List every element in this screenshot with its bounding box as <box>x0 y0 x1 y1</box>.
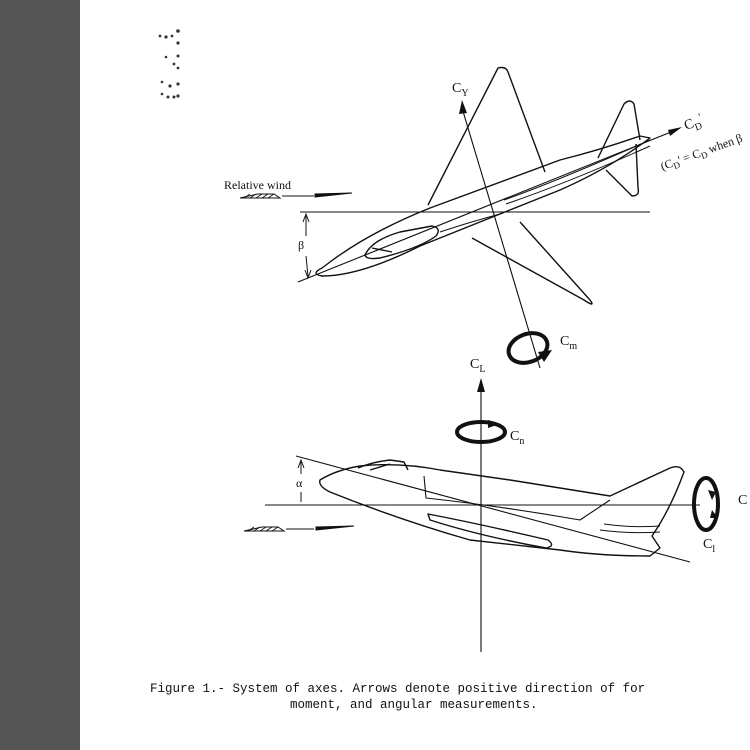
cd-note-label: (CD' = CD when β <box>659 131 745 175</box>
cn-label: Cn <box>510 429 524 447</box>
side-view-aircraft <box>265 459 700 557</box>
edge-c-label: C <box>738 493 747 508</box>
relative-wind-arrow-bottom <box>243 525 355 532</box>
cm-label: Cm <box>560 334 577 352</box>
cy-arrowhead <box>459 100 467 114</box>
alpha-angle-marker <box>297 458 305 502</box>
side-longitudinal-axis <box>295 455 691 563</box>
document-page <box>80 0 750 750</box>
caption-line-2: moment, and angular measurements. <box>290 698 538 712</box>
relative-wind-arrow-top <box>239 192 353 199</box>
top-view-aircraft <box>300 66 651 305</box>
scanner-margin <box>0 0 80 750</box>
cd-label: CD' <box>682 111 706 136</box>
alpha-label: α <box>296 476 303 490</box>
beta-angle-marker <box>302 212 312 280</box>
cy-axis-line <box>461 107 541 369</box>
caption-line-1: Figure 1.- System of axes. Arrows denote… <box>150 682 646 696</box>
cl-arrowhead <box>477 378 485 392</box>
croll-label: Cl <box>703 537 715 555</box>
cd-label-group: CD' (CD' = CD when β <box>659 111 745 175</box>
cd-axis-line <box>297 129 677 283</box>
cn-moment-ring <box>455 420 507 444</box>
cd-arrowhead <box>668 127 682 136</box>
figure-caption: Figure 1.- System of axes. Arrows denote… <box>150 681 750 713</box>
cl-label: CL <box>470 357 485 375</box>
relative-wind-label: Relative wind <box>224 178 291 192</box>
cm-moment-ring <box>506 331 552 365</box>
beta-label: β <box>298 238 304 252</box>
scan-speckles <box>158 29 180 99</box>
cy-label: CY <box>452 81 469 99</box>
cl-roll-ring <box>692 476 720 532</box>
